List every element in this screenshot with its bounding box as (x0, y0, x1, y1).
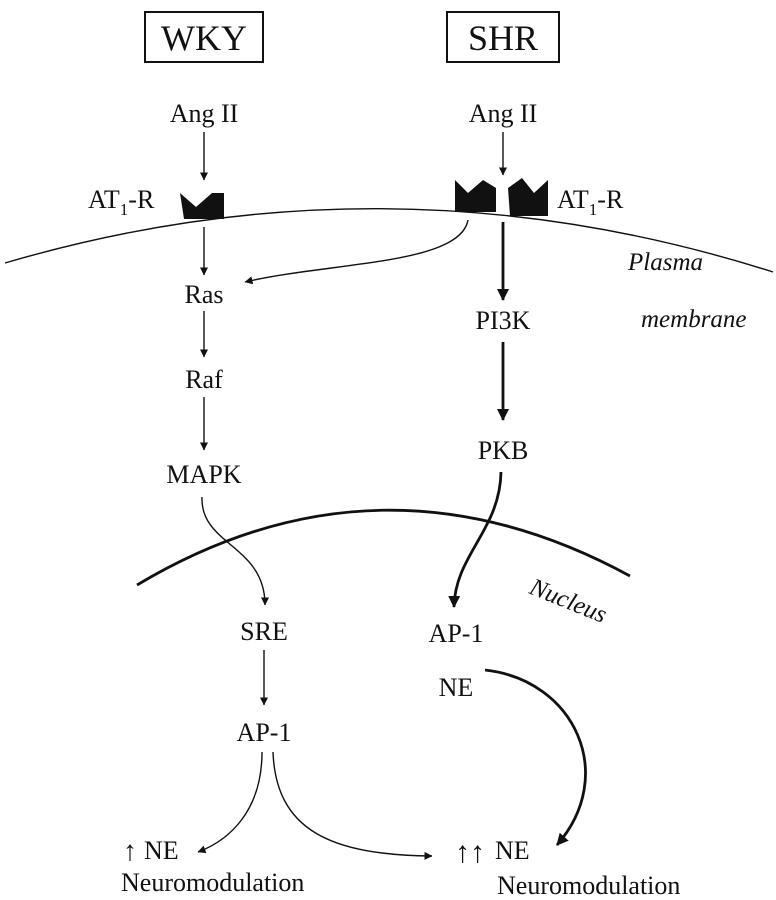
mapk-node: MAPK (166, 460, 241, 489)
plasma-membrane-line (4, 207, 774, 273)
ne-left-outcome: NE (144, 836, 179, 865)
shr-label: SHR (468, 18, 538, 58)
arrow-pkb-to-ap1 (448, 471, 503, 608)
raf-node: Raf (185, 365, 223, 394)
neuromodulation-right: Neuromodulation (497, 871, 680, 900)
ang-ii-right: Ang II (469, 99, 538, 128)
arrow-shr-receptor-to-ras (244, 219, 469, 285)
nuclear-envelope-line (136, 508, 631, 587)
double-up-arrow-right-icon: ↑↑ (455, 836, 485, 869)
arrow-ap1-to-outcome-right (272, 751, 433, 860)
at1-receptor-left-icon (180, 193, 224, 219)
arrow-mapk-to-sre (201, 496, 269, 606)
arrow-ap1-to-outcome-left (197, 751, 263, 854)
plasma-label: Plasma (627, 249, 703, 276)
ap1-right-node: AP-1 (429, 619, 484, 648)
pi3k-node: PI3K (476, 306, 531, 335)
ne-right-node: NE (439, 673, 474, 702)
wky-label: WKY (161, 18, 247, 58)
pkb-node: PKB (478, 436, 529, 465)
ap1-left-node: AP-1 (237, 718, 292, 747)
at1-receptor-right-a-icon (455, 180, 496, 212)
up-arrow-left-icon: ↑ (123, 836, 137, 867)
at1-r-right-label: AT1-R (557, 185, 624, 219)
nucleus-label: Nucleus (525, 573, 611, 629)
ras-node: Ras (185, 280, 224, 309)
at1-r-left-label: AT1-R (88, 185, 155, 219)
sre-node: SRE (240, 617, 288, 646)
neuromodulation-left: Neuromodulation (121, 868, 304, 897)
wky-header: WKY (144, 11, 264, 63)
at1-receptor-right-b-icon (508, 178, 548, 216)
membrane-label: membrane (641, 306, 747, 333)
ang-ii-left: Ang II (170, 99, 239, 128)
arrow-ne-to-outcome-right (484, 668, 587, 846)
ne-right-outcome: NE (495, 836, 530, 865)
shr-header: SHR (446, 11, 560, 63)
